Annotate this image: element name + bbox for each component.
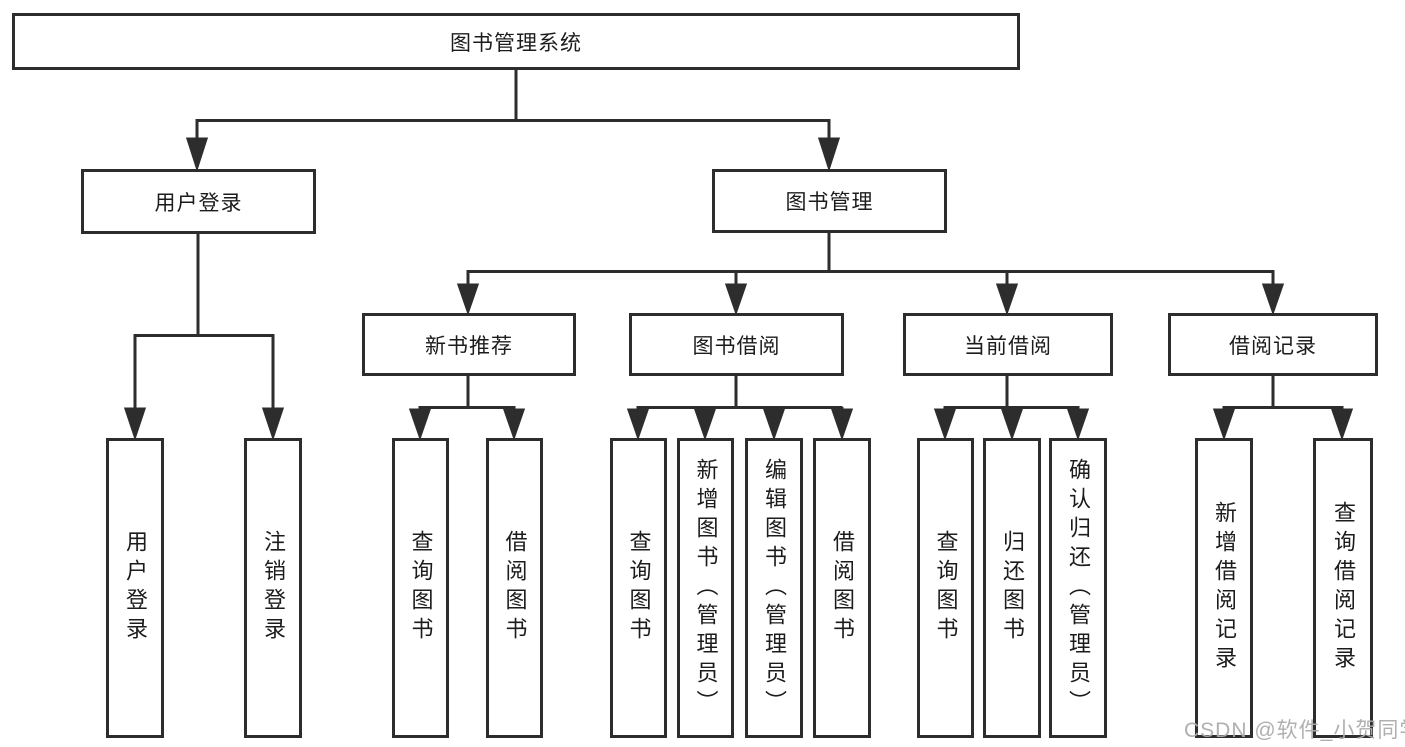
- leaf-label: 查询图书: [408, 530, 434, 646]
- leaf-label: 确认归还（管理员）: [1066, 457, 1091, 719]
- leaf-label: 归还图书: [1000, 530, 1025, 646]
- leaf-query-borrow-record: 查询借阅记录: [1313, 438, 1373, 738]
- connector-new-book-recommendation: [408, 375, 526, 441]
- leaf-label: 查询借阅记录: [1331, 501, 1356, 675]
- leaf-borrow-books-borrow: 借阅图书: [813, 438, 871, 738]
- leaf-add-borrow-record: 新增借阅记录: [1195, 438, 1253, 738]
- leaf-confirm-return-admin: 确认归还（管理员）: [1049, 438, 1107, 738]
- leaf-query-books-borrow: 查询图书: [610, 438, 667, 738]
- leaf-add-books-admin: 新增图书（管理员）: [677, 438, 734, 738]
- connector-borrowing-records: [1212, 375, 1354, 441]
- node-book-management: 图书管理: [712, 169, 947, 233]
- leaf-label: 用户登录: [123, 530, 148, 646]
- node-current-borrowing: 当前借阅: [903, 313, 1113, 376]
- leaf-user-login: 用户登录: [106, 438, 164, 738]
- connector-current-borrowing: [933, 375, 1090, 441]
- leaf-label: 注销登录: [261, 530, 286, 646]
- leaf-label: 编辑图书（管理员）: [762, 457, 787, 719]
- connector-book-borrowing: [626, 375, 854, 441]
- leaf-edit-books-admin: 编辑图书（管理员）: [745, 438, 803, 738]
- leaf-label: 借阅图书: [502, 530, 528, 646]
- connector-root-to-level2: [185, 68, 841, 172]
- leaf-borrow-books-recommend: 借阅图书: [486, 438, 543, 738]
- leaf-query-books-recommend: 查询图书: [392, 438, 449, 738]
- node-book-borrowing-label: 图书借阅: [692, 334, 781, 358]
- connector-user-login-to-leaves: [123, 234, 285, 441]
- connector-book-management-to-level3: [456, 233, 1285, 316]
- node-user-login-label: 用户登录: [154, 191, 243, 215]
- node-user-login: 用户登录: [81, 169, 316, 234]
- node-book-management-label: 图书管理: [785, 191, 874, 214]
- leaf-return-books: 归还图书: [983, 438, 1041, 738]
- node-book-borrowing: 图书借阅: [629, 313, 844, 376]
- node-root: 图书管理系统: [12, 13, 1020, 70]
- leaf-logout-login: 注销登录: [244, 438, 302, 738]
- node-root-label: 图书管理系统: [450, 31, 582, 55]
- leaf-label: 新增图书（管理员）: [693, 457, 719, 719]
- leaf-query-books-current: 查询图书: [917, 438, 974, 738]
- leaf-label: 查询图书: [933, 530, 959, 646]
- leaf-label: 查询图书: [626, 530, 652, 646]
- node-borrowing-records-label: 借阅记录: [1229, 334, 1317, 358]
- node-new-book-recommendation: 新书推荐: [362, 313, 576, 376]
- node-new-book-recommendation-label: 新书推荐: [425, 334, 513, 358]
- node-current-borrowing-label: 当前借阅: [964, 334, 1052, 358]
- csdn-watermark: CSDN @软件_小贺同学: [1184, 719, 1405, 742]
- leaf-label: 新增借阅记录: [1212, 501, 1237, 675]
- node-borrowing-records: 借阅记录: [1168, 313, 1378, 376]
- leaf-label: 借阅图书: [830, 530, 855, 646]
